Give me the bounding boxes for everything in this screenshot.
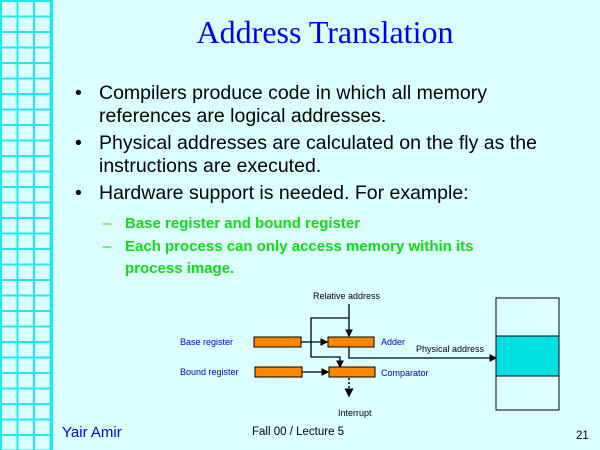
adder-box bbox=[327, 336, 375, 348]
bound-register-box bbox=[254, 366, 303, 378]
base-register-box bbox=[253, 336, 302, 348]
sub-bullet-text-line1: Base register and bound register bbox=[125, 215, 361, 232]
bullet-item: • Compilers produce code in which all me… bbox=[75, 82, 575, 128]
page-number: 21 bbox=[576, 430, 589, 442]
bullet-text-line1: Hardware support is needed. For example: bbox=[99, 182, 469, 204]
sub-bullet-item: – Base register and bound register bbox=[103, 213, 575, 235]
decorative-grid bbox=[0, 0, 53, 450]
slide-title: Address Translation bbox=[196, 14, 454, 50]
relative-to-comparator-line bbox=[310, 317, 349, 369]
comparator-label: Comparator bbox=[381, 368, 429, 378]
bullet-text-line2: instructions are executed. bbox=[99, 155, 322, 177]
physical-address-label: Physical address bbox=[416, 344, 485, 354]
footer-author: Yair Amir bbox=[62, 424, 122, 441]
bullet-dot: • bbox=[75, 132, 82, 154]
bullet-text-line1: Compilers produce code in which all memo… bbox=[99, 82, 487, 104]
bullet-dot: • bbox=[75, 182, 82, 204]
sub-bullet-text-line2: process image. bbox=[125, 260, 235, 277]
bullet-text-line1: Physical addresses are calculated on the… bbox=[99, 132, 537, 154]
sub-bullet-item: – Each process can only access memory wi… bbox=[103, 236, 575, 280]
physical-address-arrow bbox=[348, 347, 498, 362]
sub-bullet-text-line1: Each process can only access memory with… bbox=[125, 238, 474, 255]
base-register-label: Base register bbox=[180, 337, 234, 347]
bullet-item: • Hardware support is needed. For exampl… bbox=[75, 182, 575, 205]
sub-bullet-dash: – bbox=[103, 215, 112, 232]
footer-course: Fall 00 / Lecture 5 bbox=[252, 426, 345, 438]
sub-bullet-dash: – bbox=[103, 238, 112, 255]
comparator-box bbox=[328, 366, 376, 378]
bullet-list: • Compilers produce code in which all me… bbox=[75, 82, 575, 209]
adder-label: Adder bbox=[381, 337, 406, 347]
bullet-item: • Physical addresses are calculated on t… bbox=[75, 132, 575, 178]
bullet-text-line2: references are logical addresses. bbox=[99, 105, 387, 127]
process-image-region bbox=[495, 335, 560, 377]
bullet-dot: • bbox=[75, 82, 82, 104]
bound-register-label: Bound register bbox=[180, 367, 239, 377]
relative-address-label: Relative address bbox=[313, 291, 381, 301]
interrupt-label: Interrupt bbox=[338, 408, 372, 418]
